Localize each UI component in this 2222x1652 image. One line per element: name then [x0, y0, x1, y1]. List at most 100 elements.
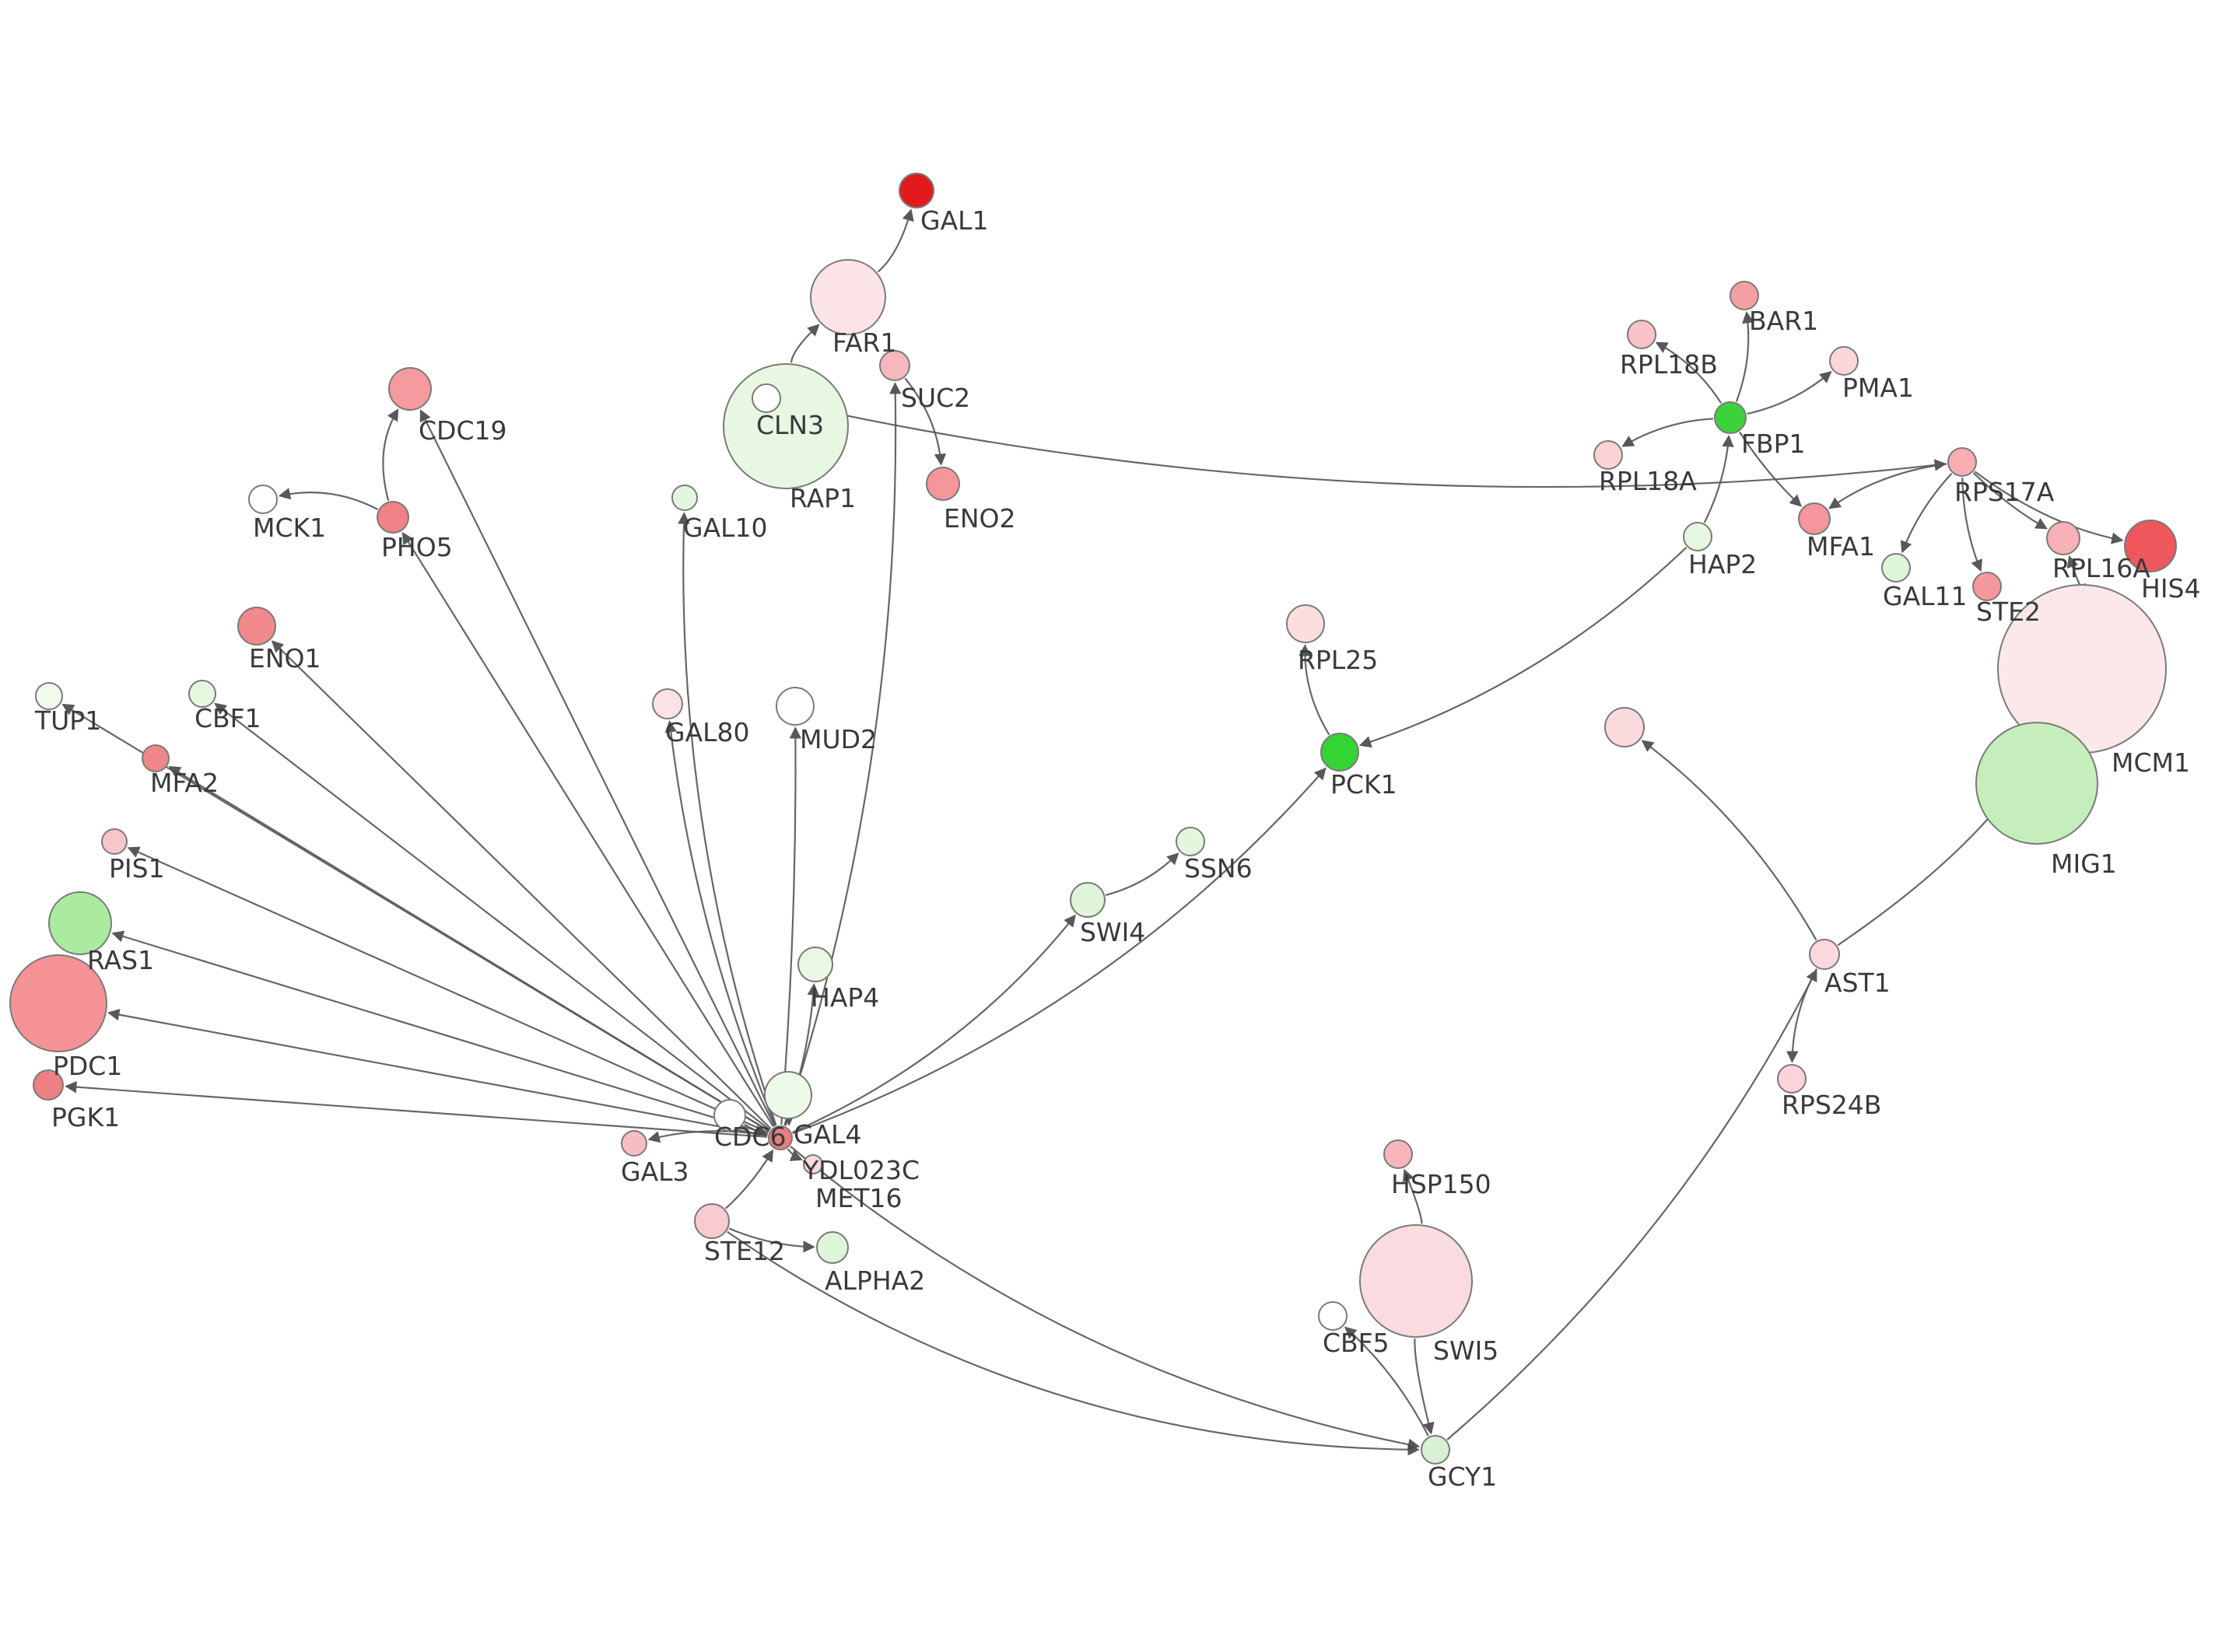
edge-FBP1-RPL18B[interactable] — [1655, 341, 1723, 404]
edge-GAL4-CDC19[interactable] — [419, 409, 776, 1127]
edge-GAL4-GAL3[interactable] — [647, 1130, 768, 1143]
edge-PHO5-CDC19[interactable] — [382, 408, 399, 502]
edge-GAL4-GAL80[interactable] — [664, 719, 776, 1126]
node-RPL18B[interactable] — [1627, 320, 1656, 349]
node-HIS4[interactable] — [2124, 520, 2177, 572]
edge-GAL4-PDC1[interactable] — [107, 1009, 768, 1136]
node-ALPHA2[interactable] — [816, 1231, 849, 1264]
node-AST1[interactable] — [1809, 939, 1840, 970]
edge-GAL4-PIS1[interactable] — [127, 846, 769, 1134]
edge-GAL4-PCK1[interactable] — [792, 767, 1327, 1135]
node-GAL80[interactable] — [652, 688, 683, 719]
node-MFA2[interactable] — [142, 744, 170, 772]
node-TUP1[interactable] — [35, 682, 63, 710]
edge-FBP1-PMA1[interactable] — [1747, 371, 1832, 415]
edge-GAL4-YDL023C[interactable] — [783, 1114, 795, 1126]
edge-GAL4-MFA2[interactable] — [168, 765, 770, 1132]
edge-PCK1-RPL25[interactable] — [1299, 644, 1330, 736]
edge-FAR1-GAL1[interactable] — [877, 208, 914, 273]
node-RAP1[interactable] — [752, 383, 781, 413]
node-FAR1[interactable] — [810, 259, 886, 335]
node-RPS17A[interactable] — [1947, 447, 1977, 477]
node-RPL25[interactable] — [1286, 604, 1325, 643]
node-MUD2[interactable] — [776, 687, 815, 726]
node-SWI5[interactable] — [1359, 1224, 1473, 1338]
edge-STE12-GAL4[interactable] — [724, 1149, 774, 1209]
node-PMA1[interactable] — [1829, 346, 1859, 376]
edge-FBP1-BAR1[interactable] — [1735, 310, 1754, 402]
edge-GAL4-PGK1[interactable] — [65, 1080, 768, 1138]
edge-SWI5-HSP150[interactable] — [1403, 1168, 1423, 1224]
edge-RPS17A-RPL16A[interactable] — [1972, 472, 2048, 530]
edge-AST1-RPS24B[interactable] — [1786, 968, 1817, 1063]
node-BAR1[interactable] — [1730, 281, 1759, 310]
edge-RAP1-RPS17A[interactable] — [781, 401, 1947, 488]
edge-SWI4-SSN6[interactable] — [1105, 852, 1179, 896]
edge-FBP1-MFA1[interactable] — [1739, 431, 1802, 507]
node-PDC1[interactable] — [9, 954, 107, 1052]
node-STE12[interactable] — [694, 1203, 730, 1239]
node-GAL1[interactable] — [899, 173, 934, 208]
edge-GAL4-MUD2[interactable] — [780, 726, 802, 1125]
node-HAP2[interactable] — [1683, 522, 1712, 551]
node-YDL023C[interactable] — [764, 1071, 812, 1119]
edge-GAL4-GAL10[interactable] — [678, 512, 777, 1126]
edge-GAL4-RAS1[interactable] — [111, 930, 769, 1136]
node-PGK1[interactable] — [33, 1069, 64, 1101]
node-HAP4[interactable] — [797, 947, 833, 982]
node-RPL18A[interactable] — [1593, 440, 1623, 470]
edge-RPS17A-HIS4[interactable] — [1974, 471, 2124, 544]
node-RAS1[interactable] — [48, 891, 112, 955]
edge-SUC2-ENO2[interactable] — [904, 377, 947, 466]
edge-RPS17A-GAL11[interactable] — [1900, 472, 1953, 554]
edge-GAL4-SWI4[interactable] — [792, 914, 1076, 1134]
node-RPS24B[interactable] — [1777, 1064, 1807, 1094]
edge-CDC6-GAL4[interactable] — [744, 1123, 768, 1137]
edge-GAL4-PHO5[interactable] — [401, 531, 774, 1128]
edge-GAL4-MET16[interactable] — [787, 1148, 803, 1161]
node-MIG1[interactable] — [1975, 722, 2098, 845]
node-FBP1[interactable] — [1714, 401, 1747, 434]
node-GCY1[interactable] — [1421, 1435, 1450, 1465]
edge-RPS17A-STE2[interactable] — [1961, 477, 1982, 572]
edge-GCY1-AST1[interactable] — [1446, 968, 1817, 1440]
edge-GAL4-GCY1[interactable] — [790, 1146, 1421, 1451]
node-MFA1[interactable] — [1798, 502, 1831, 535]
node-CBF5[interactable] — [1318, 1301, 1348, 1331]
node-HSP150[interactable] — [1383, 1139, 1413, 1169]
node-PCK1[interactable] — [1320, 733, 1359, 772]
node-CBF1[interactable] — [188, 680, 216, 708]
edge-RPS17A-MFA1[interactable] — [1828, 463, 1947, 509]
node-SUC2[interactable] — [879, 350, 910, 381]
node-GAL10[interactable] — [671, 485, 698, 511]
node-PHO5[interactable] — [377, 501, 409, 534]
node-ENO1[interactable] — [237, 607, 276, 646]
node-MET16[interactable] — [803, 1154, 823, 1174]
edge-GAL4-SUC2[interactable] — [783, 382, 902, 1126]
node-STE2[interactable] — [1972, 572, 2002, 601]
edge-HAP2-FBP1[interactable] — [1703, 435, 1734, 523]
edge-PHO5-MCK1[interactable] — [278, 488, 379, 510]
node-SSN6[interactable] — [1176, 827, 1205, 856]
edge-GCY1-CBF5[interactable] — [1344, 1326, 1429, 1437]
node-PIS1[interactable] — [101, 828, 128, 855]
edge-STE12-ALPHA2[interactable] — [728, 1227, 815, 1253]
edge-HAP2-PCK1[interactable] — [1358, 547, 1688, 748]
node-CDC6[interactable] — [713, 1099, 746, 1132]
node-RPL16A[interactable] — [2046, 521, 2080, 555]
edge-GAL4-CBF1[interactable] — [214, 702, 771, 1131]
node-GAL11[interactable] — [1881, 553, 1911, 583]
node-UNLABELED1[interactable] — [1604, 707, 1645, 747]
node-GAL3[interactable] — [621, 1130, 647, 1157]
node-GAL4[interactable] — [768, 1125, 793, 1150]
edge-AST1-UNLABELED1[interactable] — [1641, 740, 1817, 941]
node-SWI4[interactable] — [1070, 882, 1106, 918]
edge-FBP1-RPL18A[interactable] — [1621, 418, 1714, 447]
edge-CLN3-FAR1[interactable] — [790, 324, 820, 363]
node-MCK1[interactable] — [248, 485, 278, 514]
edge-STE12-GCY1[interactable] — [727, 1230, 1420, 1456]
node-ENO2[interactable] — [926, 467, 960, 501]
node-CDC19[interactable] — [388, 367, 432, 411]
edge-SWI5-GCY1[interactable] — [1414, 1338, 1435, 1435]
edge-GAL4-ENO1[interactable] — [271, 640, 772, 1129]
